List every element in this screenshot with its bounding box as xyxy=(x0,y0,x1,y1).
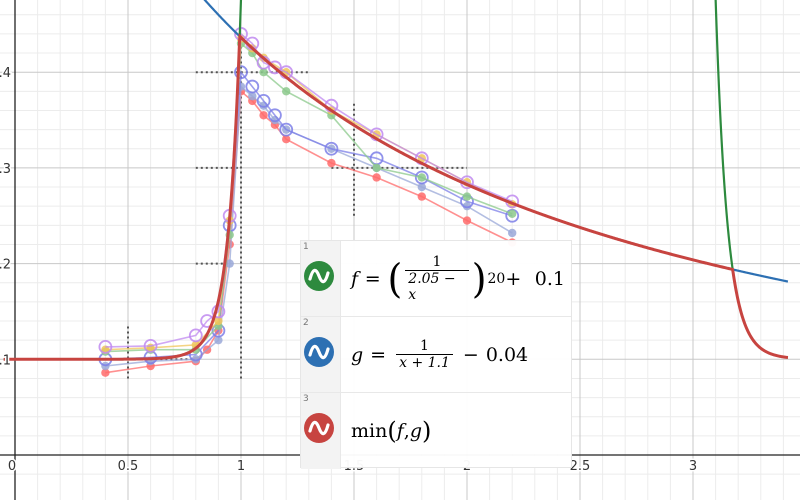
numerator: 1 xyxy=(420,338,429,354)
data-point xyxy=(267,108,282,123)
data-point xyxy=(279,122,294,137)
function-keyword: min xyxy=(351,420,388,442)
function-name: f xyxy=(351,267,359,290)
data-point xyxy=(248,91,257,101)
data-point xyxy=(98,339,113,354)
expression-index: 3 xyxy=(303,394,309,404)
numerator: 1 xyxy=(432,254,442,270)
argument-f: f xyxy=(396,420,404,442)
data-point xyxy=(191,355,200,364)
data-point xyxy=(188,328,203,343)
data-point xyxy=(327,158,336,168)
y-tick-label: 0.3 xyxy=(0,162,11,177)
expression-input[interactable]: min ( f , g ) xyxy=(351,393,565,469)
y-tick-label: 0.4 xyxy=(0,66,11,81)
expression-tab[interactable]: 1 xyxy=(301,241,341,316)
data-point xyxy=(324,141,339,156)
data-point xyxy=(414,170,429,185)
y-tick-label: 0.2 xyxy=(0,258,11,273)
wave-icon[interactable] xyxy=(304,261,334,291)
close-paren: ) xyxy=(421,417,432,445)
expression-input[interactable]: f = ( 1 2.05 − x ) 20 + 0.1 xyxy=(351,241,565,316)
data-point xyxy=(282,134,291,144)
function-name: g xyxy=(351,343,364,366)
data-point xyxy=(462,216,472,225)
wave-icon[interactable] xyxy=(304,337,334,367)
denominator: 2.05 − x xyxy=(405,270,469,303)
x-tick-label: 1 xyxy=(237,459,245,474)
data-point xyxy=(372,163,381,173)
argument-g: g xyxy=(409,420,422,442)
y-tick-label: 0.1 xyxy=(0,353,11,368)
data-point xyxy=(267,60,282,75)
data-point xyxy=(462,201,472,211)
expression-tab[interactable]: 2 xyxy=(301,317,341,392)
data-point xyxy=(101,368,110,377)
data-point xyxy=(214,316,223,326)
data-point xyxy=(417,173,426,182)
constant: 0.04 xyxy=(485,343,529,366)
data-point xyxy=(245,79,260,94)
fraction: 1 2.05 − x xyxy=(405,254,469,303)
fraction: 1 x + 1.1 xyxy=(396,338,453,371)
expression-input[interactable]: g = 1 x + 1.1 − 0.04 xyxy=(351,317,565,392)
data-point xyxy=(417,182,426,192)
data-point xyxy=(259,111,268,120)
data-point xyxy=(225,259,234,268)
comma: , xyxy=(403,420,410,442)
data-point xyxy=(508,228,517,238)
scatter-series-line xyxy=(105,70,513,361)
expression-row-1[interactable]: 1 f = ( 1 2.05 − x ) 20 + 0.1 xyxy=(301,241,571,317)
open-paren: ( xyxy=(387,255,403,302)
constant: 0.1 xyxy=(534,267,565,290)
data-point xyxy=(259,68,268,77)
expression-index: 1 xyxy=(303,242,309,252)
expression-tab[interactable]: 3 xyxy=(301,393,341,469)
minus-sign: − xyxy=(462,343,479,366)
x-tick-label: 3 xyxy=(689,459,697,474)
expression-index: 2 xyxy=(303,318,309,328)
curve-min-f-g xyxy=(3,33,789,361)
data-point xyxy=(417,192,426,201)
data-point xyxy=(282,87,291,96)
expression-row-3[interactable]: 3 min ( f , g ) xyxy=(301,393,571,469)
expression-row-2[interactable]: 2 g = 1 x + 1.1 − 0.04 xyxy=(301,317,571,393)
close-paren: ) xyxy=(471,255,487,302)
data-point xyxy=(256,94,271,108)
data-point xyxy=(234,65,248,80)
equals-sign: = xyxy=(364,267,381,290)
data-point xyxy=(462,192,472,201)
data-point xyxy=(214,335,223,345)
open-paren: ( xyxy=(387,417,397,445)
x-tick-label: 2.5 xyxy=(570,459,591,474)
wave-icon[interactable] xyxy=(304,413,334,443)
denominator: x + 1.1 xyxy=(396,354,453,371)
data-point xyxy=(143,339,158,353)
expression-list: 1 f = ( 1 2.05 − x ) 20 + 0.1 2 g xyxy=(300,240,572,469)
plus-sign: + xyxy=(505,267,522,290)
x-tick-label: 0 xyxy=(8,459,16,474)
function-curves xyxy=(3,0,789,361)
x-tick-label: 0.5 xyxy=(118,459,139,474)
exponent: 20 xyxy=(487,270,506,287)
tick-labels: 00.511.522.530.10.20.30.4 xyxy=(0,65,699,476)
data-point xyxy=(372,173,381,182)
data-point xyxy=(508,209,517,219)
equals-sign: = xyxy=(370,343,387,366)
